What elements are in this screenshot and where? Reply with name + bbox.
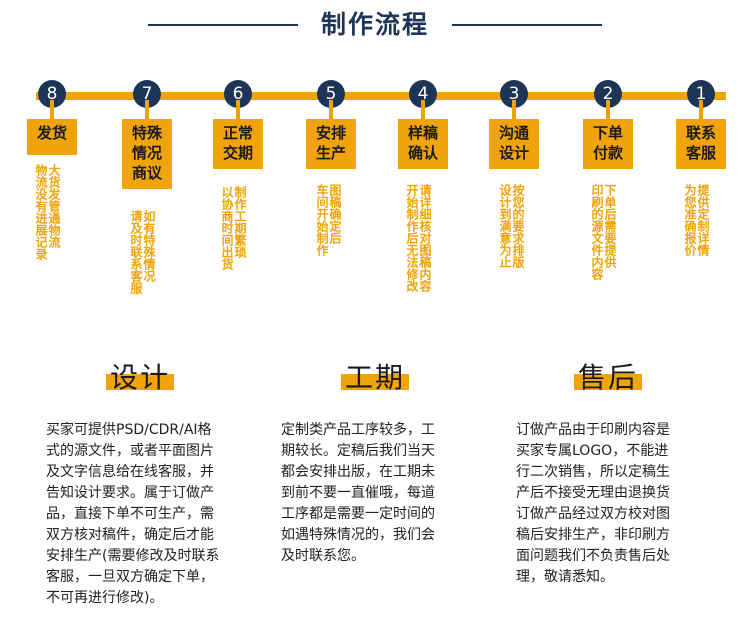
step-description: 按您的要求排版 设计到满意为止: [498, 184, 525, 268]
step-title: 沟通 设计: [489, 119, 539, 169]
title-divider-right: [452, 24, 602, 26]
section-title-design: 设计: [106, 356, 175, 396]
step-connector: [512, 100, 516, 124]
step-title: 样稿 确认: [398, 119, 448, 169]
step-description: 请详细核对图稿内容 开始制作后无法修改: [405, 184, 432, 292]
step-title: 下单 付款: [583, 119, 633, 169]
step-connector: [236, 100, 240, 124]
title-highlight-bar: [574, 374, 643, 390]
step-description: 图稿确定后 车间开始制作: [315, 184, 342, 256]
step-description: 提供定制详情 为您准确报价: [683, 184, 710, 256]
step-connector: [699, 100, 703, 124]
header: 制作流程: [0, 0, 750, 52]
step-description: 大货发管通物流 物流没有进展记录: [34, 164, 61, 260]
step-connector: [421, 100, 425, 124]
step-number-badge: 7: [133, 80, 161, 108]
section-title-text: 工期: [345, 361, 406, 394]
section-title-after-sales: 售后: [574, 356, 643, 396]
section-title-schedule: 工期: [341, 356, 410, 396]
step-connector: [145, 100, 149, 124]
step-title: 发货: [27, 119, 77, 155]
section-text-after-sales: 订做产品由于印刷内容是 买家专属LOGO，不能进 行二次销售，所以定稿生 产后不…: [516, 422, 670, 585]
section-text-design: 买家可提供PSD/CDR/AI格 式的源文件，或者平面图片 及文字信息给在线客服…: [46, 422, 220, 606]
title-highlight-bar: [106, 374, 175, 390]
step-connector: [50, 100, 54, 124]
step-description: 如有特殊情况 请及时联系客服: [129, 210, 156, 294]
section-title-text: 售后: [578, 361, 639, 394]
title-divider-left: [148, 24, 298, 26]
step-connector: [329, 100, 333, 124]
step-title: 联系 客服: [676, 119, 726, 169]
section-text-schedule: 定制类产品工序较多，工 期较长。定稿后我们当天 都会安排出版，在工期未 到前不要…: [281, 422, 435, 564]
step-title: 安排 生产: [306, 119, 356, 169]
step-title: 正常 交期: [213, 119, 263, 169]
step-description: 制作工期繁琐 以协商时间出货: [220, 186, 247, 270]
page-title: 制作流程: [320, 10, 429, 39]
step-title: 特殊 情况 商议: [122, 119, 172, 189]
section-title-text: 设计: [110, 361, 171, 394]
title-highlight-bar: [341, 374, 410, 390]
step-connector: [606, 100, 610, 124]
step-description: 下单后需要提供 印刷的源文件内容: [590, 184, 617, 280]
process-timeline-track: [36, 92, 726, 100]
